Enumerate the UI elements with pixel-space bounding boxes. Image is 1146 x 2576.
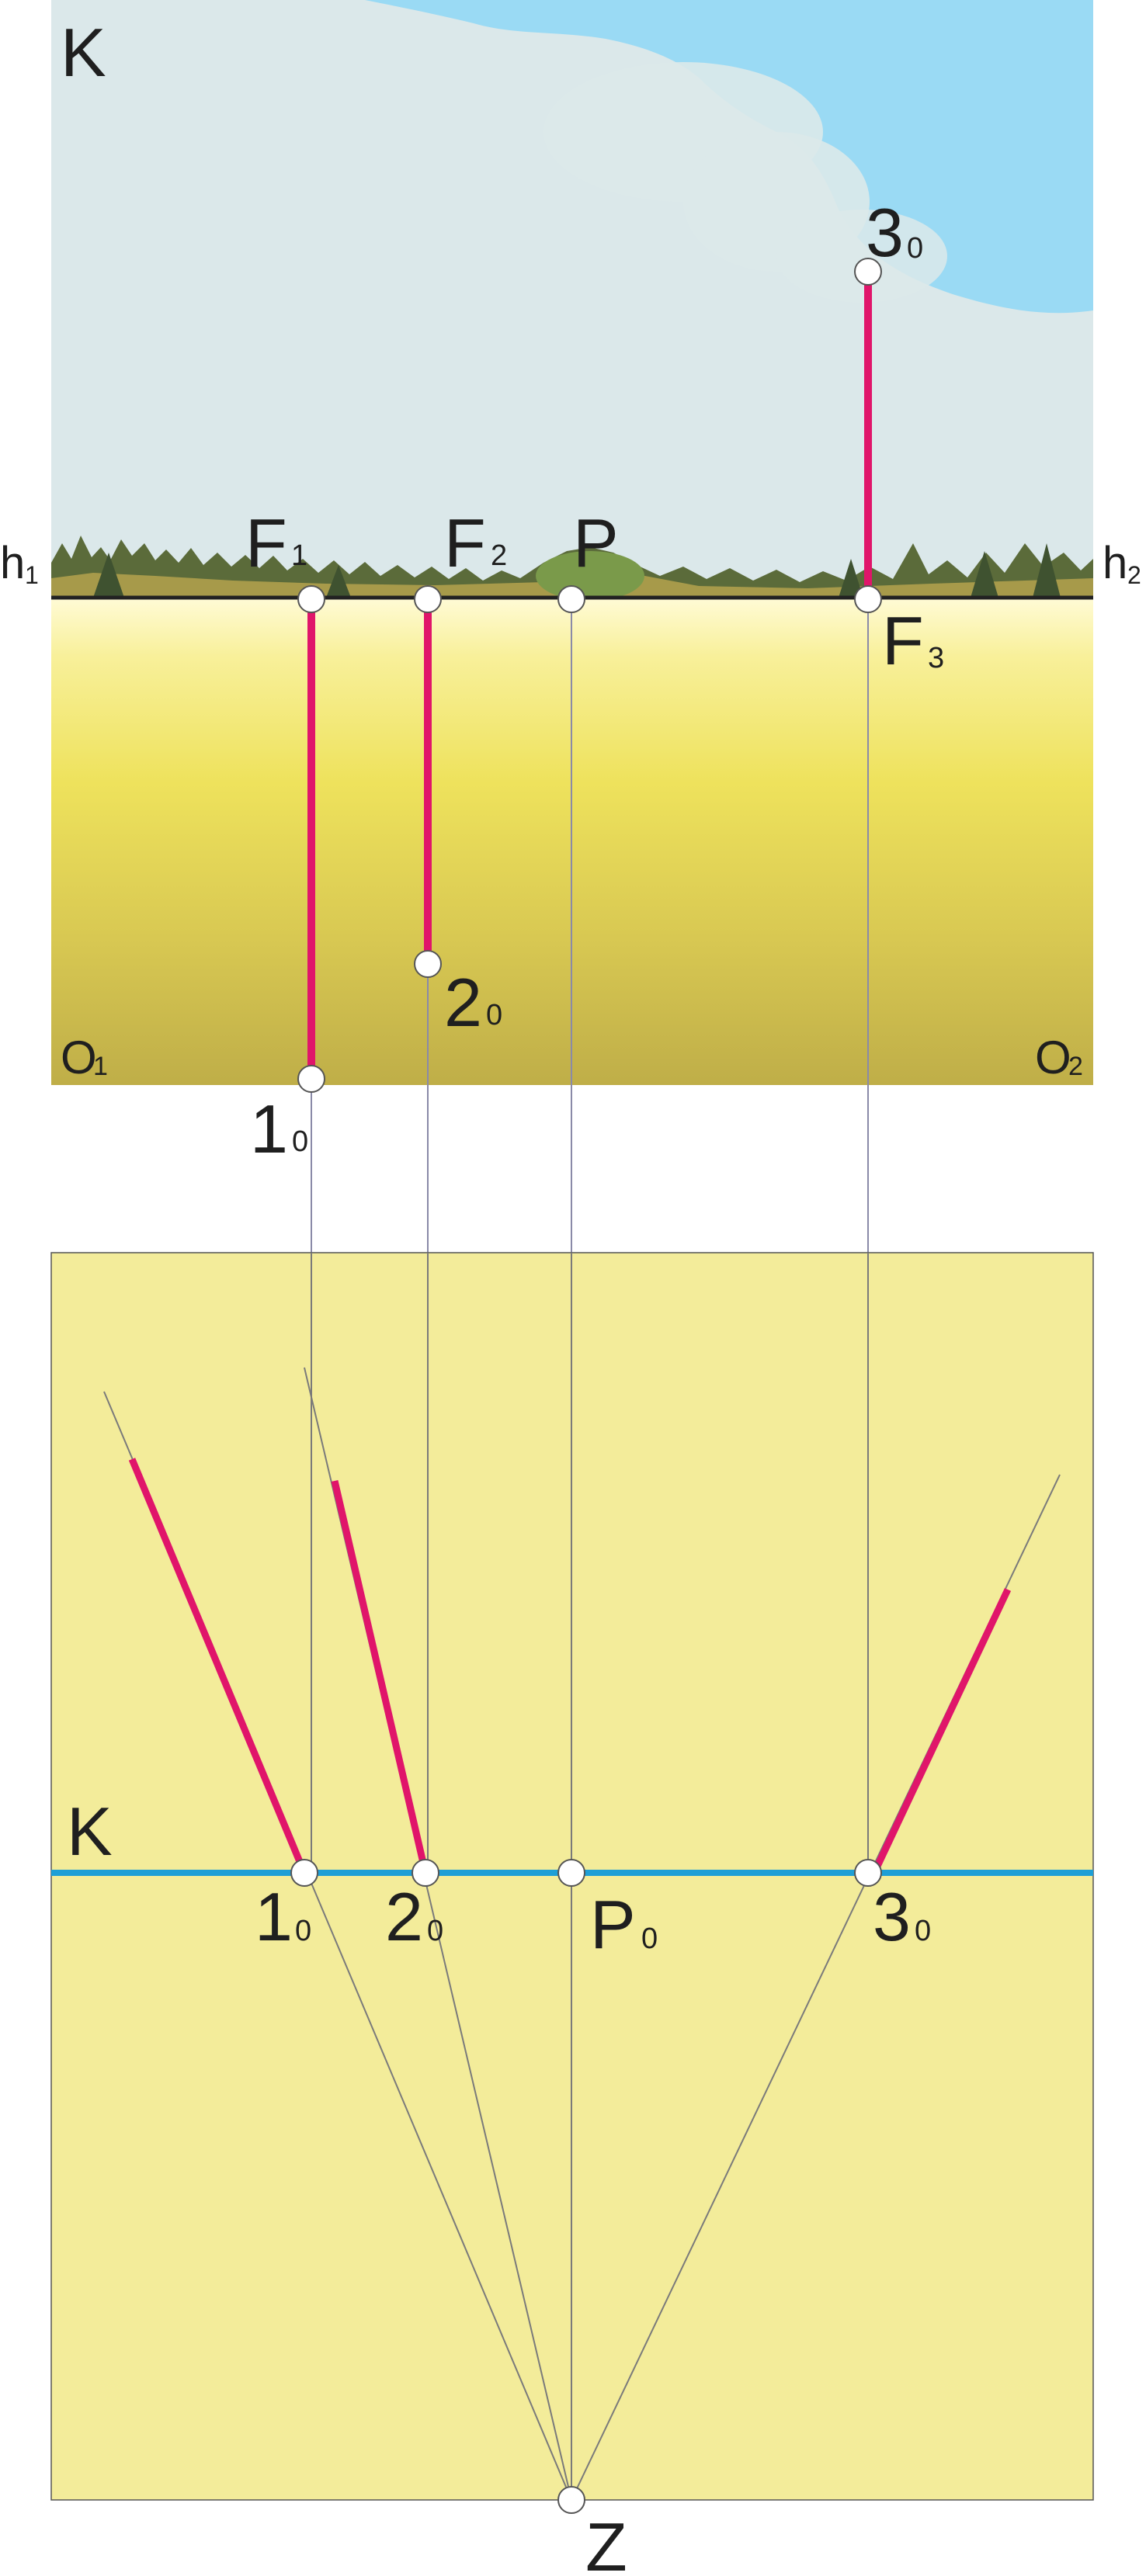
label-2-zero-plan-subscript: 0	[427, 1915, 443, 1947]
label-2-zero-picture: 2	[444, 964, 482, 1041]
point-F3	[854, 585, 882, 613]
label-P0-plan: P	[590, 1886, 636, 1963]
label-F1-subscript: 1	[291, 539, 307, 572]
picture-segments	[307, 272, 872, 1079]
point-F1	[297, 585, 325, 613]
horizon-right-subscript: 2	[1127, 561, 1141, 589]
label-1-zero-plan: 1	[255, 1878, 293, 1955]
points	[290, 258, 882, 2514]
plan-segments	[128, 1458, 1012, 1874]
point-1-zero-picture	[297, 1065, 325, 1093]
horizon-right-label: h	[1103, 538, 1127, 588]
horizon-left-subscript: 1	[25, 561, 39, 589]
label-2-zero-plan: 2	[385, 1878, 423, 1955]
point-3-zero-picture	[854, 258, 882, 286]
point-P0-plan	[557, 1859, 585, 1887]
label-3-zero-picture-subscript: 0	[907, 232, 923, 265]
label-Z: Z	[585, 2508, 627, 2576]
label-F3-subscript: 3	[928, 642, 944, 674]
plan-trace-label: K	[67, 1793, 113, 1870]
point-1-zero-plan	[290, 1859, 318, 1887]
label-1-zero-picture-subscript: 0	[292, 1125, 308, 1158]
plan-segment-1	[128, 1458, 308, 1874]
picture-plane-label: K	[61, 14, 106, 91]
label-P0-plan-subscript: 0	[641, 1922, 658, 1955]
point-3-zero-plan	[854, 1859, 882, 1887]
plan-segment-2	[331, 1479, 429, 1874]
point-F2	[414, 585, 442, 613]
corner-left-subscript: 1	[93, 1052, 108, 1081]
corner-right-subscript: 2	[1068, 1052, 1083, 1081]
label-P: P	[573, 504, 619, 581]
label-2-zero-picture-subscript: 0	[486, 999, 502, 1031]
corner-left-label: O	[61, 1031, 97, 1083]
corner-right-label: O	[1035, 1031, 1071, 1083]
label-F1: F	[245, 504, 287, 581]
point-P	[557, 585, 585, 613]
point-2-zero-picture	[414, 950, 442, 978]
point-2-zero-plan	[412, 1859, 439, 1887]
label-3-zero-picture: 3	[866, 194, 904, 271]
label-3-zero-plan: 3	[873, 1878, 911, 1955]
label-F2-subscript: 2	[491, 539, 507, 572]
point-Z	[557, 2486, 585, 2514]
label-1-zero-plan-subscript: 0	[295, 1915, 311, 1947]
label-F2: F	[444, 504, 486, 581]
label-F3: F	[882, 602, 924, 679]
label-3-zero-plan-subscript: 0	[915, 1915, 931, 1947]
label-1-zero-picture: 1	[250, 1090, 288, 1167]
cloud	[776, 210, 947, 303]
horizon-left-label: h	[0, 538, 25, 588]
plan-segment-3	[870, 1588, 1012, 1874]
